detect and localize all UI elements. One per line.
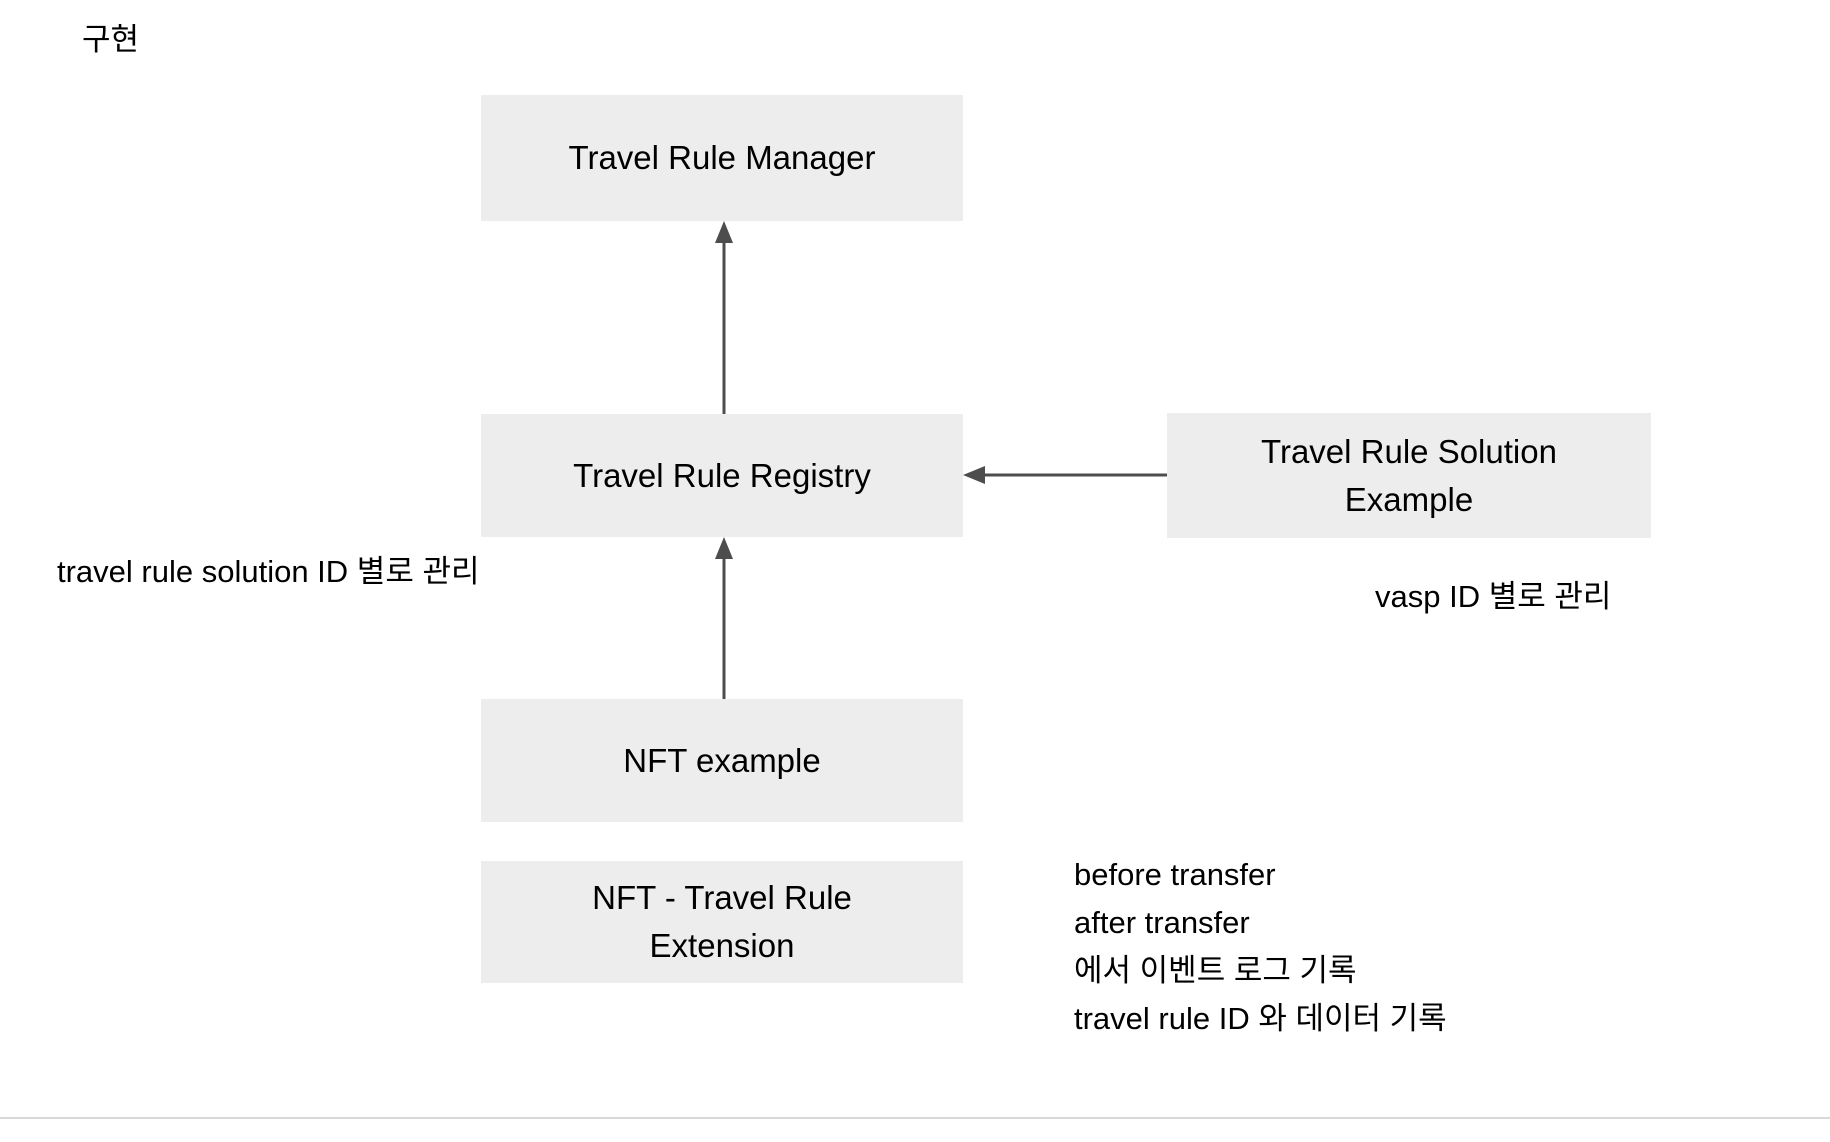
- node-travel-rule-solution-example[interactable]: Travel Rule Solution Example: [1167, 413, 1651, 538]
- footer-divider: [0, 1117, 1830, 1119]
- node-nft-travel-rule-extension[interactable]: NFT - Travel Rule Extension: [481, 861, 963, 983]
- node-travel-rule-registry-label: Travel Rule Registry: [573, 456, 871, 494]
- node-travel-rule-manager-label: Travel Rule Manager: [568, 139, 876, 176]
- node-nft-example-label: NFT example: [623, 741, 821, 779]
- node-nft-example[interactable]: NFT example: [481, 699, 963, 822]
- edge-nft-example-to-registry: [715, 537, 733, 699]
- annotation-registry-note: travel rule solution ID 별로 관리: [57, 554, 480, 589]
- node-travel-rule-manager[interactable]: Travel Rule Manager: [481, 95, 963, 221]
- edge-solution-example-to-registry: [963, 466, 1167, 484]
- node-travel-rule-solution-example-label: Travel Rule Solution Example: [1261, 432, 1557, 518]
- page-title: 구현: [82, 22, 140, 57]
- annotation-transfer-note: before transfer after transfer 에서 이벤트 로그…: [1074, 857, 1447, 1036]
- node-nft-travel-rule-extension-label: NFT - Travel Rule Extension: [592, 879, 852, 964]
- annotation-solution-note: vasp ID 별로 관리: [1375, 579, 1612, 614]
- edge-registry-to-manager: [715, 221, 733, 414]
- node-travel-rule-registry[interactable]: Travel Rule Registry: [481, 414, 963, 537]
